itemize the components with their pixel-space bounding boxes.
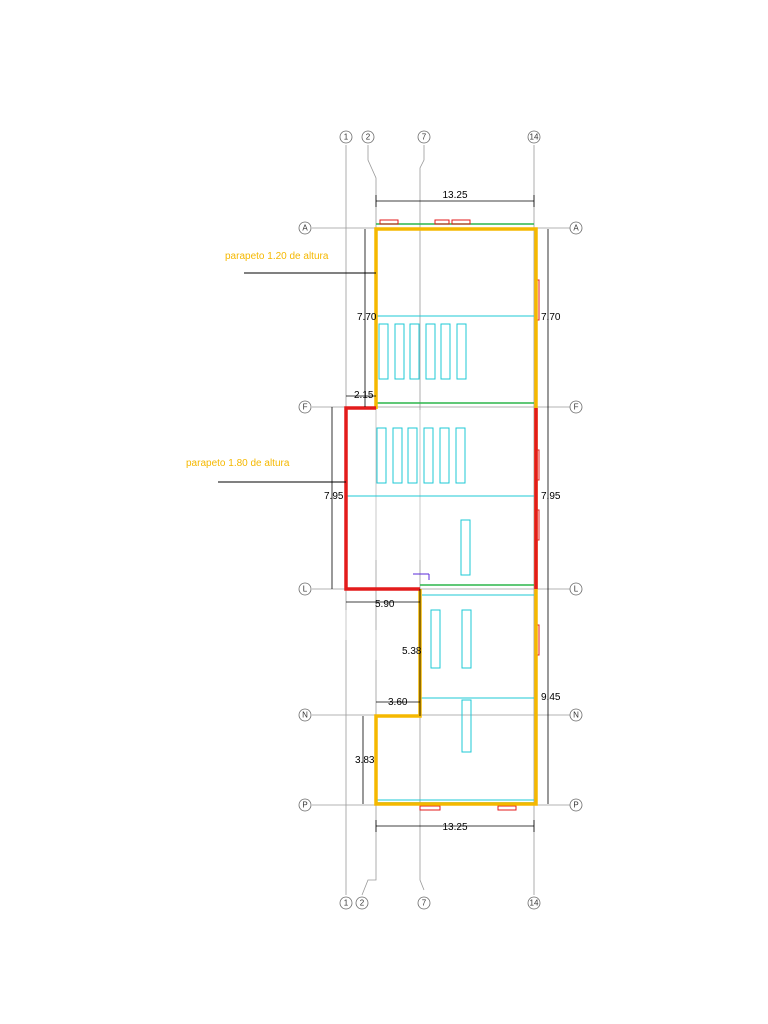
grid-bubble-label: 1 bbox=[344, 133, 349, 142]
grid-line-7 bbox=[419, 145, 425, 891]
fixture-rect bbox=[440, 323, 451, 380]
grid-bubble: 1 bbox=[339, 130, 353, 144]
fixture-rect bbox=[394, 323, 405, 380]
grid-bubble: 2 bbox=[355, 896, 369, 910]
grid-bubble-label: A bbox=[302, 224, 308, 233]
annotations: parapeto 1.20 de altura parapeto 1.80 de… bbox=[186, 251, 376, 483]
dim-right-af: 7.70 bbox=[541, 312, 561, 323]
interior-lines bbox=[345, 410, 421, 660]
dim-left-fl: 7.95 bbox=[324, 491, 344, 502]
dim-notch-width-n: 3.60 bbox=[388, 697, 408, 708]
grid-bubble-label: N bbox=[573, 711, 579, 720]
grid-bubble-label: 2 bbox=[366, 133, 371, 142]
grid-bubble: F bbox=[569, 400, 583, 414]
grid-bubble-label: 2 bbox=[360, 899, 365, 908]
window-mark bbox=[497, 805, 517, 811]
grid-bubble: 7 bbox=[417, 896, 431, 910]
window-mark bbox=[419, 805, 441, 811]
grid-bubble-label: 7 bbox=[422, 133, 427, 142]
dim-notch-width-l: 5.90 bbox=[375, 599, 395, 610]
fixture-rect bbox=[392, 427, 403, 484]
grid-bubble-label: L bbox=[303, 585, 308, 594]
grid-bubble: N bbox=[569, 708, 583, 722]
dim-right-lp: 9.45 bbox=[541, 692, 561, 703]
grid-bubble: N bbox=[298, 708, 312, 722]
dim-right-fl: 7.95 bbox=[541, 491, 561, 502]
grid-bubble: P bbox=[569, 798, 583, 812]
grid-bubble-label: N bbox=[302, 711, 308, 720]
grid-bubble-label: 1 bbox=[344, 899, 349, 908]
parapet-120-outline bbox=[374, 227, 538, 806]
parapet-180-label: parapeto 1.80 de altura bbox=[186, 458, 290, 469]
dim-notch-height: 5.38 bbox=[402, 646, 422, 657]
fixture-rect bbox=[455, 427, 466, 484]
parapet-180-outline bbox=[344, 406, 538, 591]
grid-line-2 bbox=[361, 145, 377, 896]
fixture-rect bbox=[407, 427, 418, 484]
window-mark bbox=[451, 219, 471, 225]
grid-bubble: 7 bbox=[417, 130, 431, 144]
grid-bubble-label: F bbox=[303, 403, 308, 412]
fixture-rect bbox=[425, 323, 436, 380]
grid-bubble-label: P bbox=[573, 801, 578, 810]
dim-left-np: 3.83 bbox=[355, 755, 375, 766]
grid-lines-vertical bbox=[345, 145, 535, 896]
fixture-rect bbox=[409, 323, 420, 380]
grid-bubbles-bottom: 1 2 7 14 bbox=[339, 896, 541, 910]
grid-bubble-label: 14 bbox=[530, 899, 539, 908]
grid-bubble-label: 14 bbox=[530, 133, 539, 142]
cyan-fixtures bbox=[346, 315, 534, 801]
grid-bubbles-top: 1 2 7 14 bbox=[339, 130, 541, 144]
fixture-rect bbox=[439, 427, 450, 484]
grid-bubble: P bbox=[298, 798, 312, 812]
window-mark bbox=[379, 219, 399, 225]
fixture-rect bbox=[423, 427, 434, 484]
grid-bubble-label: 7 bbox=[422, 899, 427, 908]
grid-bubble-label: L bbox=[574, 585, 579, 594]
dim-bottom-width: 13.25 bbox=[442, 822, 467, 833]
grid-bubbles-rows: A A F F L L N N P P bbox=[298, 221, 583, 812]
grid-bubble: A bbox=[569, 221, 583, 235]
grid-lines-horizontal bbox=[312, 227, 570, 806]
fixture-rect bbox=[378, 323, 389, 380]
grid-bubble: 14 bbox=[527, 130, 541, 144]
grid-bubble-label: F bbox=[574, 403, 579, 412]
grid-bubble: L bbox=[569, 582, 583, 596]
dim-offset-f: 2.15 bbox=[354, 390, 374, 401]
dim-top-width: 13.25 bbox=[442, 190, 467, 201]
fixture-rect bbox=[430, 609, 441, 669]
window-mark bbox=[434, 219, 450, 225]
fixture-rect bbox=[461, 609, 472, 669]
grid-bubble: L bbox=[298, 582, 312, 596]
grid-bubble: 2 bbox=[361, 130, 375, 144]
grid-bubble-label: P bbox=[302, 801, 307, 810]
parapet-180-path bbox=[344, 406, 420, 591]
grid-bubble: 14 bbox=[527, 896, 541, 910]
grid-bubble: F bbox=[298, 400, 312, 414]
dim-left-af: 7.70 bbox=[357, 312, 377, 323]
parapet-120-label: parapeto 1.20 de altura bbox=[225, 251, 329, 262]
fixture-rect bbox=[460, 519, 471, 576]
grid-bubble: 1 bbox=[339, 896, 353, 910]
dimensions: 13.25 13.25 7.70 7.70 2.15 7.95 7.95 5.9… bbox=[324, 190, 561, 833]
fixture-rect bbox=[376, 427, 387, 484]
parapet-120-path bbox=[374, 227, 538, 806]
fixture-rect bbox=[461, 699, 472, 753]
fixture-rect bbox=[456, 323, 467, 380]
grid-bubble-label: A bbox=[573, 224, 579, 233]
grid-bubble: A bbox=[298, 221, 312, 235]
red-windows bbox=[379, 219, 540, 811]
